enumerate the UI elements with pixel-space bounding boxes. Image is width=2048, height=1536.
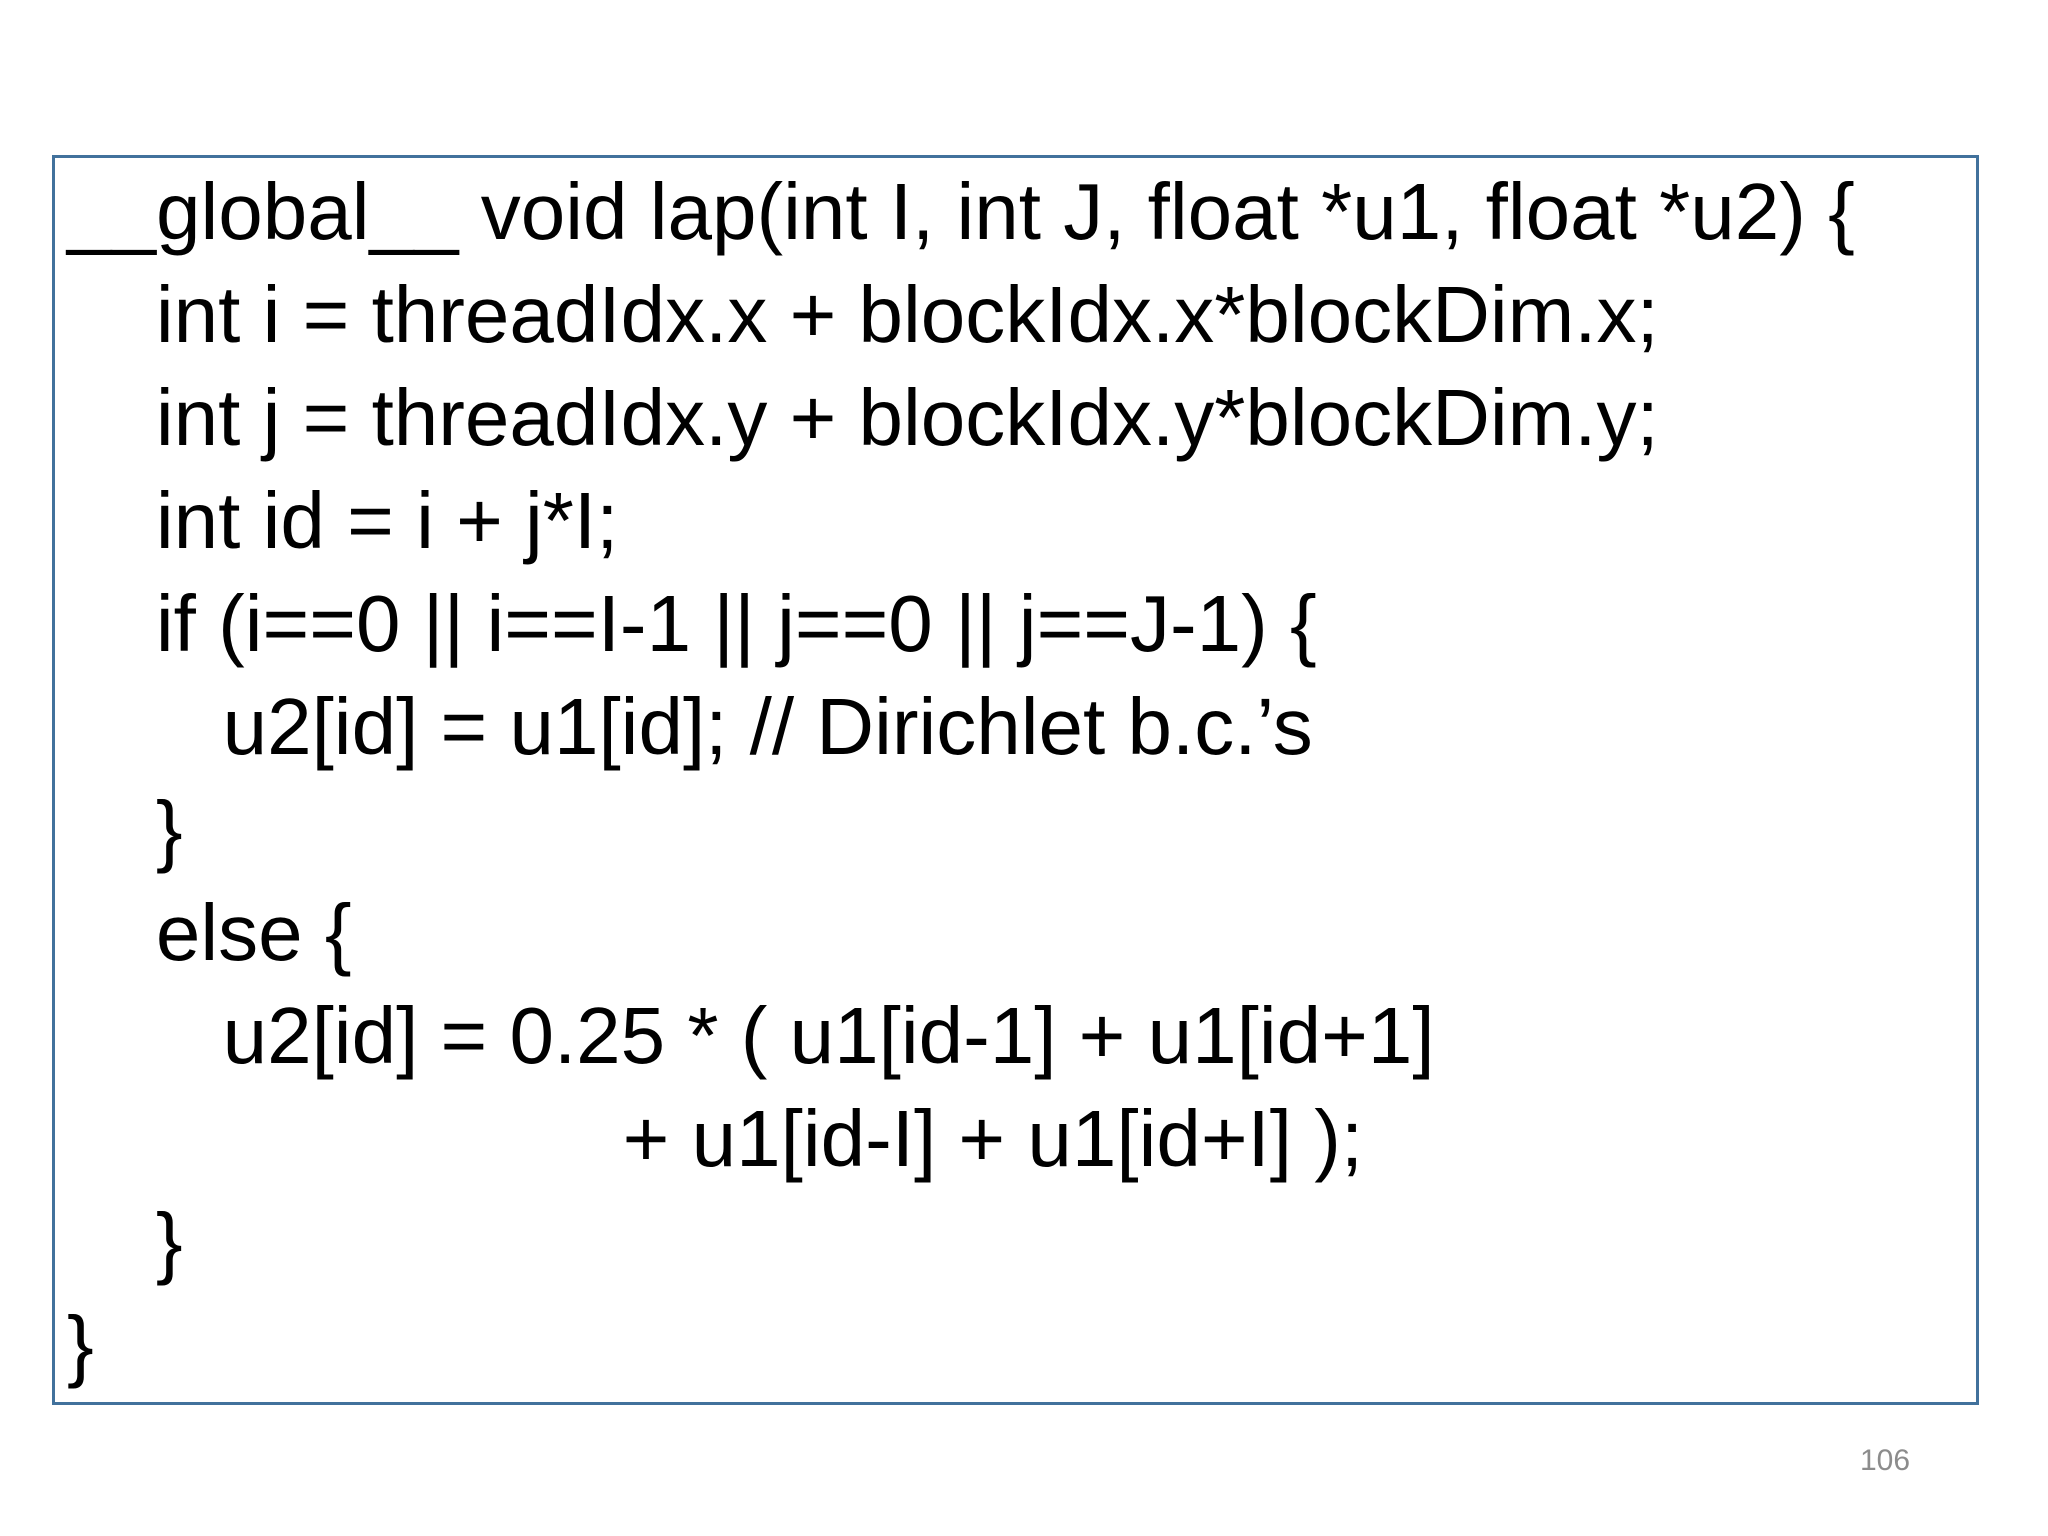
code-line: if (i==0 || i==I-1 || j==0 || j==J-1) { [67, 579, 1317, 668]
code-line: int j = threadIdx.y + blockIdx.y*blockDi… [67, 373, 1659, 462]
code-line: u2[id] = 0.25 * ( u1[id-1] + u1[id+1] [67, 991, 1435, 1080]
code-line: int id = i + j*I; [67, 476, 619, 565]
code-line: int i = threadIdx.x + blockIdx.x*blockDi… [67, 270, 1659, 359]
code-box: __global__ void lap(int I, int J, float … [52, 155, 1979, 1405]
code-line: } [67, 785, 183, 874]
code-line: + u1[id-I] + u1[id+I] ); [67, 1094, 1364, 1183]
page-number: 106 [1860, 1444, 1911, 1477]
code-line: u2[id] = u1[id]; // Dirichlet b.c.’s [67, 682, 1313, 771]
code-line: } [67, 1197, 183, 1286]
code-line: __global__ void lap(int I, int J, float … [67, 167, 1855, 256]
code-block: __global__ void lap(int I, int J, float … [55, 158, 1976, 1396]
code-line: else { [67, 888, 352, 977]
code-line: } [67, 1300, 94, 1389]
